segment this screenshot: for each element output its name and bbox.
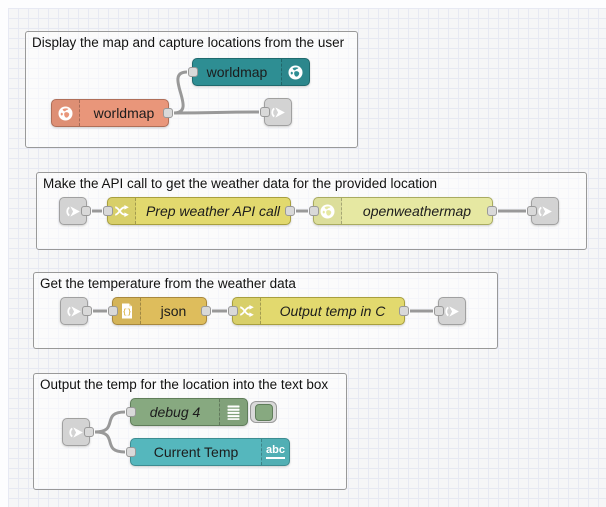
- ui-text-node[interactable]: Current Temp abc: [126, 438, 290, 466]
- link-icon: [532, 198, 558, 224]
- link-out-node[interactable]: [527, 197, 559, 225]
- output-port[interactable]: [84, 427, 94, 437]
- input-port[interactable]: [527, 206, 537, 216]
- input-port[interactable]: [108, 306, 118, 316]
- globe-icon: [314, 198, 342, 224]
- group-title: Make the API call to get the weather dat…: [43, 176, 437, 191]
- node-label: Prep weather API call: [145, 203, 281, 219]
- change-node[interactable]: Output temp in C: [228, 297, 409, 325]
- debug-toggle-button[interactable]: [250, 401, 277, 423]
- debug-toggle-state: [254, 403, 273, 421]
- node-label: openweathermap: [362, 203, 472, 219]
- worldmap-in-node[interactable]: worldmap: [51, 99, 173, 127]
- output-port[interactable]: [285, 206, 295, 216]
- link-icon: [60, 198, 86, 224]
- link-in-node[interactable]: [60, 297, 92, 325]
- svg-text:{}: {}: [122, 309, 131, 317]
- group-title: Get the temperature from the weather dat…: [40, 276, 296, 291]
- canvas-gutter-top: [0, 0, 606, 8]
- node-label: json: [160, 303, 187, 319]
- output-port[interactable]: [82, 306, 92, 316]
- openweathermap-node[interactable]: openweathermap: [309, 197, 497, 225]
- node-label: debug 4: [149, 404, 201, 420]
- shuffle-icon: [108, 198, 136, 224]
- wire[interactable]: [173, 110, 260, 115]
- link-icon: [265, 99, 291, 125]
- output-port[interactable]: [399, 306, 409, 316]
- node-label: Output temp in C: [279, 303, 386, 319]
- canvas-gutter-left: [0, 0, 8, 507]
- output-port[interactable]: [487, 206, 497, 216]
- group-title: Display the map and capture locations fr…: [32, 35, 345, 50]
- link-out-node[interactable]: [260, 98, 292, 126]
- input-port[interactable]: [188, 67, 198, 77]
- output-port[interactable]: [163, 108, 173, 118]
- link-icon: [61, 298, 87, 324]
- change-node[interactable]: Prep weather API call: [103, 197, 295, 225]
- input-port[interactable]: [103, 206, 113, 216]
- json-node[interactable]: {} json: [108, 297, 211, 325]
- flow-group[interactable]: Display the map and capture locations fr…: [25, 31, 358, 148]
- abc-icon: abc: [261, 439, 289, 465]
- link-out-node[interactable]: [434, 297, 466, 325]
- input-port[interactable]: [309, 206, 319, 216]
- output-port[interactable]: [201, 306, 211, 316]
- abc-icon-text: abc: [266, 445, 285, 459]
- group-title: Output the temp for the location into th…: [40, 377, 329, 392]
- input-port[interactable]: [260, 107, 270, 117]
- link-in-node[interactable]: [59, 197, 91, 225]
- input-port[interactable]: [228, 306, 238, 316]
- debug-icon: [219, 399, 247, 425]
- wire[interactable]: [94, 430, 126, 454]
- debug-node[interactable]: debug 4: [126, 398, 248, 426]
- input-port[interactable]: [434, 306, 444, 316]
- globe-icon: [281, 59, 309, 85]
- worldmap-display-node[interactable]: worldmap: [188, 58, 310, 86]
- node-label: worldmap: [206, 64, 268, 80]
- input-port[interactable]: [126, 407, 136, 417]
- node-label: worldmap: [93, 105, 155, 121]
- input-port[interactable]: [126, 447, 136, 457]
- link-icon: [63, 419, 89, 445]
- globe-icon: [52, 100, 80, 126]
- link-in-node[interactable]: [62, 418, 94, 446]
- node-label: Current Temp: [153, 444, 239, 460]
- link-icon: [439, 298, 465, 324]
- output-port[interactable]: [81, 206, 91, 216]
